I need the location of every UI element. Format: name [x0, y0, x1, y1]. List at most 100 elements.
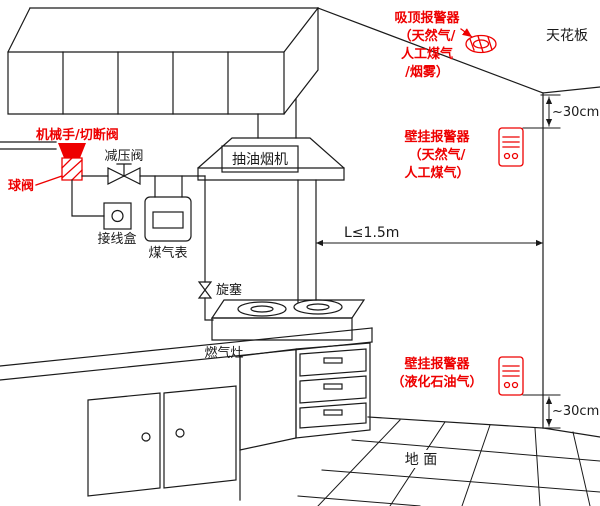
cabinet-side-face	[283, 7, 319, 115]
hood-label-panel	[221, 145, 299, 173]
meter-stubs	[154, 175, 183, 198]
tile-line	[317, 419, 401, 506]
cabinet-front-face	[7, 51, 285, 115]
wall-alarm-bottom-vents	[502, 365, 520, 377]
ceiling-alarm-label-line3: 人工煤气	[401, 46, 453, 62]
door-handle-right	[175, 428, 185, 438]
ceiling-alarm-body	[465, 34, 497, 54]
pressure-regulator-label: 减压阀	[104, 149, 143, 164]
upper-cabinets	[7, 7, 319, 115]
cabinet-door-right	[163, 385, 237, 489]
room-outline	[317, 7, 600, 438]
drawer-2	[299, 375, 367, 404]
wall-alarm-bottom-label-line1: 壁挂报警器	[404, 356, 470, 372]
wall-alarm-top-body	[498, 127, 524, 167]
drawer-2-handle	[323, 383, 343, 390]
counter-front-top-edge	[0, 327, 373, 367]
cabinet-door-left	[87, 392, 161, 497]
floor-label: 地 面	[405, 452, 437, 468]
tile-line	[297, 495, 421, 506]
wall-alarm-top-label-line1: 壁挂报警器	[404, 129, 470, 145]
burner-right-inner	[306, 303, 330, 311]
junction-box-label: 接线盒	[97, 231, 136, 247]
wall-alarm-bottom-led-1	[503, 381, 511, 389]
wall-alarm-bottom-led-2	[511, 381, 519, 389]
dim-top-extension-ticks	[522, 94, 561, 129]
cabinet-right-slant	[283, 7, 319, 53]
ceiling-alarm-inner	[472, 39, 490, 49]
gas-meter-body	[144, 196, 192, 242]
hood-rim	[197, 167, 345, 181]
drawer-1	[299, 348, 367, 377]
drawer-unit-side	[239, 348, 297, 451]
base-cabinet	[87, 355, 241, 501]
countertop	[0, 327, 373, 381]
tile-line	[461, 424, 491, 506]
ceiling-alarm-label-line4: /烟雾）	[405, 64, 449, 80]
ceiling-alarm-label-line2: （天然气/	[399, 28, 456, 44]
dimension-annotations: ~30cm ~30cm L≤1.5m	[315, 94, 599, 429]
ceiling-alarm-hatch	[469, 35, 493, 53]
wall-alarm-bottom-label-line2: （液化石油气）	[391, 374, 482, 390]
ceiling-label: 天花板	[546, 28, 588, 44]
plug-valve-label: 旋塞	[216, 282, 242, 298]
floor-tiles	[297, 419, 600, 506]
door-handle-left	[141, 432, 151, 442]
ball-valve-hatch	[61, 157, 83, 181]
wall-alarm-top-vents	[502, 136, 520, 148]
gas-stove	[210, 299, 366, 341]
wall-alarm-bottom-body	[498, 356, 524, 396]
ceiling-alarm-label: 吸顶报警器 （天然气/ 人工煤气 /烟雾）	[394, 10, 473, 80]
pipe-into-stove	[204, 297, 214, 321]
wall-alarm-top-device	[498, 127, 524, 167]
junction-box-port	[111, 209, 124, 223]
burner-left-inner	[250, 305, 274, 313]
wall-alarm-top-label-line2: （天然气/	[409, 147, 466, 163]
gas-meter-dial	[152, 211, 184, 229]
floor-label-backing	[394, 450, 448, 468]
range-hood-label: 抽油烟机	[232, 152, 288, 168]
ceiling-alarm-device	[465, 34, 497, 54]
wall-alarm-top-led-1	[503, 152, 511, 160]
floor-right-junction	[542, 427, 600, 438]
ball-valve-label: 球阀	[8, 178, 34, 194]
pipe-to-junction-box	[71, 179, 105, 217]
dim-bottom-30cm-label: ~30cm	[552, 404, 599, 419]
wall-alarm-top-led-2	[511, 152, 519, 160]
junction-box	[103, 202, 132, 230]
drawer-3-handle	[323, 409, 343, 416]
dim-l-label: L≤1.5m	[344, 225, 399, 241]
ceiling-right-junction	[542, 86, 600, 94]
cabinet-door-dividers	[62, 51, 229, 115]
gas-meter-label: 煤气表	[148, 245, 187, 261]
dim-top-30cm-label: ~30cm	[552, 105, 599, 120]
hood-duct-lines	[257, 98, 297, 139]
wall-alarm-top-label-line3: 人工煤气）	[404, 165, 469, 181]
hood-to-stove-lines	[297, 179, 317, 303]
ceiling-back-junction	[317, 7, 544, 94]
drawer-unit	[239, 342, 371, 451]
wall-alarm-bottom-label: 壁挂报警器 （液化石油气）	[391, 356, 482, 390]
tile-line	[572, 431, 591, 506]
mech-cutoff-valve-label: 机械手/切断阀	[36, 127, 119, 143]
burner-left	[237, 301, 287, 317]
drawer-3	[299, 402, 367, 429]
hood-canopy	[197, 137, 345, 169]
plug-valve-symbol	[197, 281, 213, 299]
tile-line	[351, 439, 600, 462]
mech-cutoff-actuator	[58, 143, 86, 158]
ceiling-alarm-pointer-arrow	[460, 28, 473, 38]
ball-valve-leader	[35, 175, 63, 186]
hood-support-lines	[297, 179, 317, 303]
ball-valve-body	[61, 157, 83, 181]
drawer-1-handle	[323, 357, 343, 364]
gas-piping	[0, 141, 214, 321]
tile-line	[534, 427, 541, 506]
stove-front-face	[211, 317, 353, 341]
wall-alarm-bottom-device	[498, 356, 524, 396]
gas-stove-label: 燃气灶	[204, 345, 243, 361]
tile-line	[321, 469, 600, 493]
burner-right	[293, 299, 343, 315]
